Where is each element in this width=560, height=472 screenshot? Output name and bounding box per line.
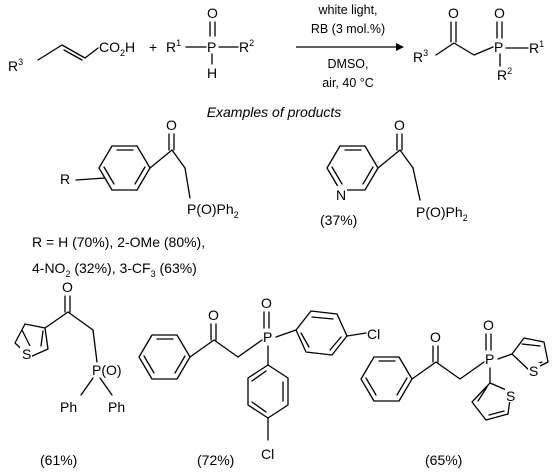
svg-text:P: P [207, 39, 216, 55]
svg-text:R1: R1 [166, 38, 181, 55]
svg-text:O: O [261, 295, 272, 311]
svg-text:O: O [430, 329, 441, 345]
variants-line-1: R = H (70%), 2-OMe (80%), [32, 234, 205, 250]
reaction: R3 CO2H + R1 P R2 O H white light, RB (3… [8, 3, 544, 90]
svg-text:O: O [208, 307, 219, 323]
reactant-phosphine-oxide: R1 P R2 O H [166, 5, 254, 81]
heteroatom-label-a: S [529, 363, 538, 379]
svg-text:CO2H: CO2H [99, 39, 135, 58]
svg-text:R3: R3 [413, 48, 428, 65]
heteroatom-label: N [336, 187, 346, 203]
aryl-label-a: Ph [60, 399, 77, 415]
yield-label: (65%) [425, 452, 462, 468]
condition-solvent: DMSO, [328, 57, 369, 71]
product-pyridyl: N O P(O)Ph2 (37%) [320, 117, 468, 228]
yield-label: (72%) [197, 452, 234, 468]
heteroatom-label: S [22, 346, 31, 362]
reactant-acrylic-acid: R3 CO2H [8, 39, 135, 74]
svg-text:O: O [207, 5, 218, 21]
yield-label: (61%) [40, 452, 77, 468]
reaction-arrow: white light, RB (3 mol.%) DMSO, air, 40 … [296, 3, 404, 90]
svg-text:P: P [494, 39, 503, 55]
variants-line-2: 4-NO2 (32%), 3-CF3 (63%) [32, 260, 197, 279]
product-bis-thienyl: O P O S S (65%) [360, 317, 549, 468]
svg-text:R1: R1 [529, 39, 544, 56]
group-label: R [60, 171, 70, 187]
substituent-label: P(O)Ph2 [416, 204, 468, 223]
svg-text:O: O [394, 117, 405, 133]
heteroatom-label-b: S [506, 388, 515, 404]
plus-sign: + [149, 39, 157, 55]
svg-text:R3: R3 [8, 57, 23, 74]
product-thienyl-diphenyl: S O P(O) Ph Ph (61%) [14, 279, 125, 468]
svg-text:R2: R2 [239, 38, 254, 55]
product-general: R3 O P O R1 R2 [413, 5, 544, 83]
svg-text:O: O [448, 5, 459, 21]
product-aryl-substituted: R O P(O)Ph2 R = H (70%), 2-OMe (80%), 4-… [32, 117, 239, 279]
condition-light: white light, [317, 3, 377, 17]
section-title: Examples of products [207, 104, 342, 120]
condition-catalyst: RB (3 mol.%) [311, 22, 385, 36]
phosphoryl-label: P(O) [92, 362, 122, 378]
phosphorus-label: P [263, 329, 272, 345]
halogen-label-b: Cl [261, 446, 274, 462]
svg-text:R2: R2 [497, 66, 512, 83]
svg-text:H: H [207, 65, 217, 81]
condition-atmosphere: air, 40 °C [322, 76, 374, 90]
svg-text:O: O [494, 5, 505, 21]
svg-text:O: O [62, 279, 73, 295]
svg-text:O: O [483, 317, 494, 333]
svg-text:O: O [166, 117, 177, 133]
substituent-label: P(O)Ph2 [187, 201, 239, 220]
aryl-label-b: Ph [108, 399, 125, 415]
phosphorus-label: P [485, 351, 494, 367]
product-bis-chlorophenyl: O P O Cl Cl (72%) [138, 295, 380, 468]
halogen-label-a: Cl [367, 326, 380, 342]
yield-label: (37%) [320, 212, 357, 228]
